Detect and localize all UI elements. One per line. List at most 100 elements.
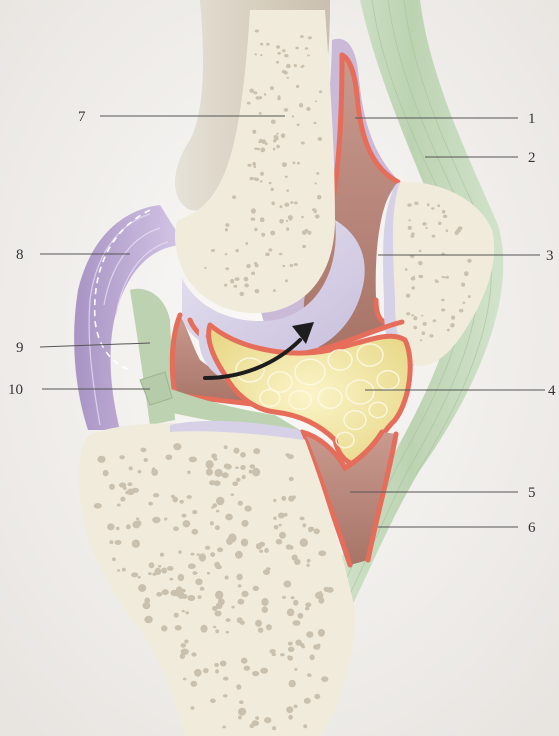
bone-pore: [164, 517, 167, 520]
bone-pore: [217, 547, 223, 552]
bone-pore: [224, 284, 227, 287]
bone-pore: [109, 484, 115, 490]
bone-pore: [271, 201, 275, 205]
bone-pore: [138, 576, 141, 579]
bone-pore: [173, 443, 181, 450]
bone-pore: [178, 550, 181, 554]
bone-pore: [305, 607, 309, 611]
bone-pore: [442, 210, 446, 214]
bone-pore: [155, 568, 162, 575]
bone-pore: [270, 86, 274, 90]
bone-pore: [307, 673, 312, 677]
bone-pore: [270, 231, 275, 236]
bone-pore: [321, 676, 328, 682]
bone-pore: [132, 540, 140, 548]
bone-pore: [288, 647, 295, 652]
bone-pore: [255, 716, 259, 720]
bone-pore: [276, 133, 279, 135]
bone-pore: [411, 286, 415, 289]
bone-pore: [223, 677, 229, 681]
bone-pore: [191, 706, 195, 710]
bone-pore: [276, 145, 280, 149]
bone-pore: [461, 283, 465, 287]
bone-pore: [413, 316, 417, 320]
bone-pore: [276, 61, 279, 64]
bone-pore: [210, 699, 216, 704]
bone-pore: [189, 457, 197, 463]
bone-pore: [235, 277, 240, 281]
bone-pore: [156, 592, 162, 597]
bone-pore: [144, 458, 148, 462]
bone-pore: [226, 631, 230, 634]
bone-pore: [211, 506, 214, 509]
bone-pore: [260, 54, 262, 56]
bone-pore: [433, 319, 437, 322]
bone-pore: [293, 600, 298, 606]
bone-pore: [467, 259, 471, 263]
bone-pore: [285, 279, 288, 282]
bone-pore: [192, 571, 197, 575]
bone-pore: [276, 539, 283, 545]
bone-pore: [160, 553, 164, 557]
bone-pore: [232, 481, 238, 486]
bone-pore: [148, 502, 153, 506]
bone-pore: [152, 467, 156, 471]
bone-pore: [463, 302, 466, 305]
bone-pore: [206, 469, 213, 476]
bone-pore: [252, 468, 260, 477]
bone-pore: [438, 222, 442, 226]
bone-pore: [280, 653, 285, 656]
bone-pore: [286, 220, 288, 222]
bone-pore: [127, 489, 135, 496]
bone-pore: [237, 574, 243, 581]
bone-pore: [284, 581, 292, 588]
bone-pore: [286, 189, 289, 192]
bone-pore: [408, 226, 412, 230]
bone-pore: [225, 514, 233, 521]
bone-pore: [216, 497, 224, 506]
bone-pore: [175, 625, 182, 630]
bone-pore: [241, 591, 248, 597]
bone-pore: [226, 618, 231, 622]
bone-pore: [238, 599, 245, 605]
bone-pore: [271, 188, 274, 191]
bone-pore: [247, 164, 251, 167]
bone-pore: [431, 207, 434, 209]
bone-pore: [315, 101, 317, 103]
bone-pore: [305, 602, 311, 607]
bone-pore: [192, 529, 199, 535]
bone-pore: [301, 216, 304, 219]
bone-pore: [254, 262, 258, 265]
label-9: 9: [16, 340, 24, 356]
bone-pore: [464, 271, 469, 276]
bone-pore: [250, 177, 254, 180]
bone-pore: [214, 611, 221, 617]
bone-pore: [282, 265, 285, 267]
bone-pore: [266, 43, 270, 46]
bone-pore: [314, 694, 320, 699]
bone-pore: [294, 668, 297, 671]
bone-pore: [288, 656, 294, 661]
bone-pore: [288, 496, 294, 502]
label-6: 6: [528, 520, 536, 536]
bone-pore: [260, 172, 264, 176]
bone-pore: [225, 576, 229, 580]
bone-pore: [284, 108, 289, 112]
bone-pore: [253, 91, 257, 94]
bone-pore: [244, 283, 249, 287]
bone-pore: [408, 219, 411, 221]
bone-pore: [262, 606, 268, 613]
bone-pore: [286, 544, 292, 549]
bone-pore: [266, 567, 271, 570]
bone-pore: [112, 557, 116, 561]
bone-pore: [187, 471, 190, 475]
bone-pore: [225, 253, 228, 255]
bone-pore: [182, 514, 187, 518]
bone-pore: [255, 53, 258, 55]
bone-pore: [274, 135, 279, 139]
bone-pore: [136, 518, 139, 521]
bone-pore: [277, 52, 281, 55]
bone-pore: [214, 663, 219, 667]
bone-pore: [251, 218, 256, 221]
bone-pore: [303, 724, 307, 728]
